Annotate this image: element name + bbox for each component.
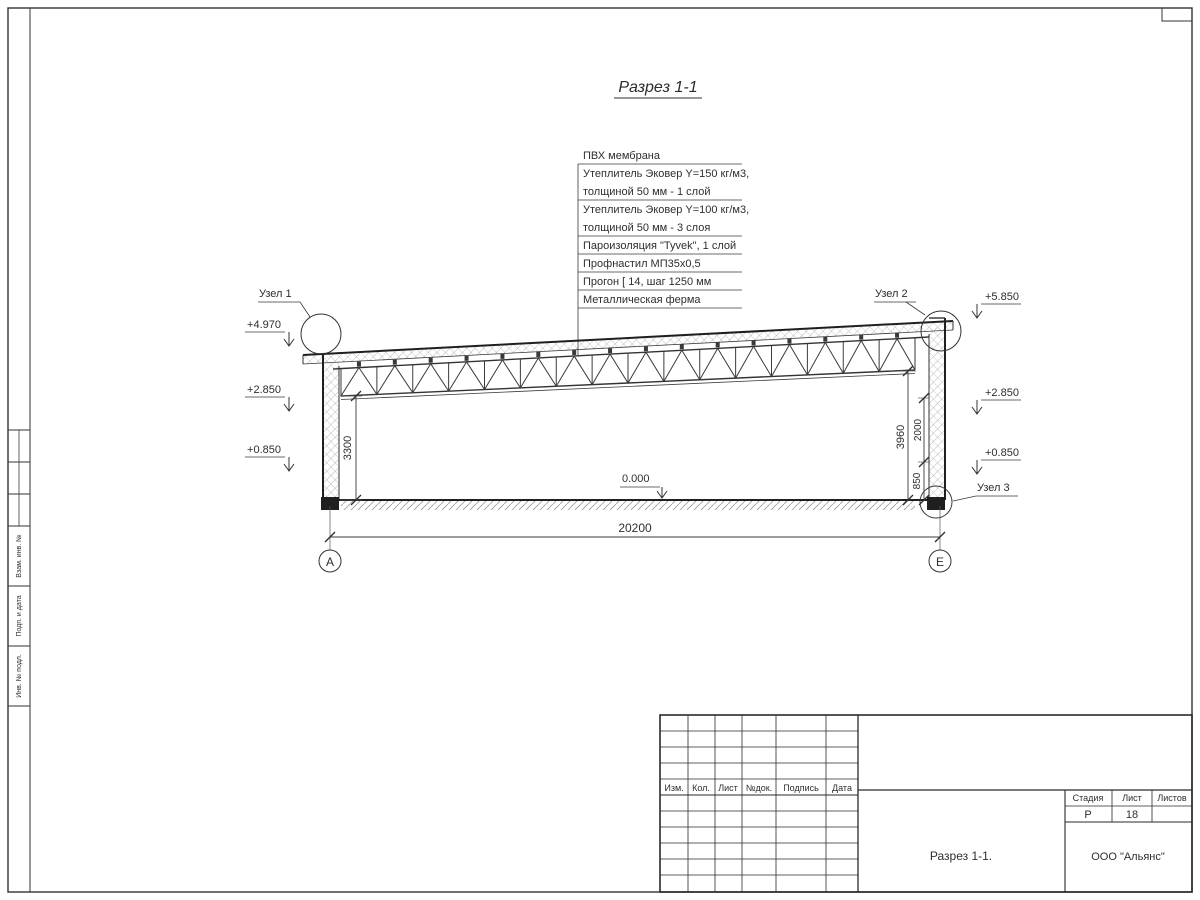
elevation-left-bot: +0.850 [245,444,295,472]
left-wall [322,353,340,500]
down-arrow-icon [971,406,983,415]
tb-col-ndok: №док. [746,783,772,793]
node-circle [919,485,953,519]
tb-sheet-value: 18 [1126,809,1138,821]
down-arrow-icon [656,490,668,499]
node-callouts: Узел 1 Узел 2 Узел 3 [258,288,1018,519]
tb-sheets-label: Листов [1157,793,1186,803]
elevation-value: +2.850 [247,384,281,396]
axis-bubble-left [318,549,342,573]
tb-col-list: Лист [718,783,738,793]
dim-value: 3960 [895,425,907,449]
down-arrow-icon [283,463,295,472]
elevation-value: +0.850 [985,447,1019,459]
margin-label-vzam: Взам. инв. № [16,534,23,577]
callout-row: толщиной 50 мм - 1 слой [583,186,710,198]
section-view [302,317,954,510]
dim-value: 3300 [342,436,354,460]
dim-value: 850 [912,472,923,489]
truss [332,332,930,400]
truss-web [340,332,916,397]
material-callouts: ПВХ мембрана Утеплитель Эковер Y=150 кг/… [577,150,749,356]
tb-col-kol: Кол. [692,783,710,793]
callout-row: толщиной 50 мм - 3 слоя [583,222,710,234]
tb-col-data: Дата [832,783,852,793]
node-circle [300,313,342,355]
elevation-left-mid: +2.850 [245,384,295,412]
tb-col-izm: Изм. [664,783,683,793]
down-arrow-icon [283,403,295,412]
view-title-text: Разрез 1-1 [618,79,697,96]
dim-value: 2000 [913,418,924,441]
elevation-right-top: +5.850 [971,291,1021,319]
tb-stage-value: Р [1084,809,1091,821]
roof-assembly [302,320,954,365]
elevation-zero: 0.000 [620,473,668,499]
elevation-value: +4.970 [247,319,281,331]
callout-row: Утеплитель Эковер Y=100 кг/м3, [583,204,749,216]
tb-stage-label: Стадия [1073,793,1104,803]
foundation-right [927,497,945,510]
tb-sheet-label: Лист [1122,793,1142,803]
axis-letter: Е [936,555,944,569]
dimensions: 20200 3300 3960 2000 [324,365,946,550]
corner-box [1161,7,1193,22]
margin-label-podp: Подп. и дата [16,595,23,636]
dim-right-upper: 2000 [913,392,930,468]
elevation-value: +2.850 [985,387,1019,399]
left-margin-table: Взам. инв. № Подп. и дата Инв. № подл. [8,429,30,707]
tb-drawing-name: Разрез 1-1. [930,849,992,863]
callout-row: Утеплитель Эковер Y=150 кг/м3, [583,168,749,180]
down-arrow-icon [971,466,983,475]
callout-row: Профнастил МП35х0,5 [583,258,701,270]
elevation-marks: +4.970 +2.850 +0.850 +5.850 +2.850 [245,291,1021,499]
callout-row: Прогон [ 14, шаг 1250 мм [583,276,711,288]
dim-value: 20200 [618,521,652,535]
node-label: Узел 1 [259,288,292,300]
truss-top-chord [332,336,930,370]
title-block: Изм. Кол. Лист №док. Подпись Дата Стадия… [659,714,1193,893]
sheet-frame [7,7,1193,893]
elevation-value: 0.000 [622,473,650,485]
tb-company: ООО "Альянс" [1091,851,1165,863]
down-arrow-icon [283,338,295,347]
tb-col-podpis: Подпись [783,783,819,793]
down-arrow-icon [971,310,983,319]
node-label: Узел 3 [977,482,1010,494]
node-label: Узел 2 [875,288,908,300]
node-2: Узел 2 [874,288,962,352]
axis-letter: А [326,555,334,569]
elevation-value: +0.850 [247,444,281,456]
dim-right-lower: 850 [912,462,930,506]
elevation-left-top: +4.970 [245,319,295,347]
callout-row: Металлическая ферма [583,294,701,306]
grid-axes: А Е [318,549,952,573]
node-1: Узел 1 [258,288,342,355]
floor [321,497,945,510]
elevation-right-bot: +0.850 [971,447,1021,475]
ground-hatch [341,501,915,510]
callout-row: Пароизоляция "Tyvek", 1 слой [583,240,736,252]
dim-left-height: 3300 [340,390,362,506]
dim-span: 20200 [324,506,946,550]
elevation-right-mid: +2.850 [971,387,1021,415]
right-wall [928,317,946,500]
elevation-value: +5.850 [985,291,1019,303]
foundation-left [321,497,339,510]
callout-row: ПВХ мембрана [583,150,661,162]
node-3: Узел 3 [919,482,1018,519]
view-title: Разрез 1-1 [614,79,702,99]
margin-label-inv: Инв. № подл. [16,654,23,698]
node-circle [920,310,962,352]
dim-right-height: 3960 [895,365,916,506]
axis-bubble-right [928,549,952,573]
